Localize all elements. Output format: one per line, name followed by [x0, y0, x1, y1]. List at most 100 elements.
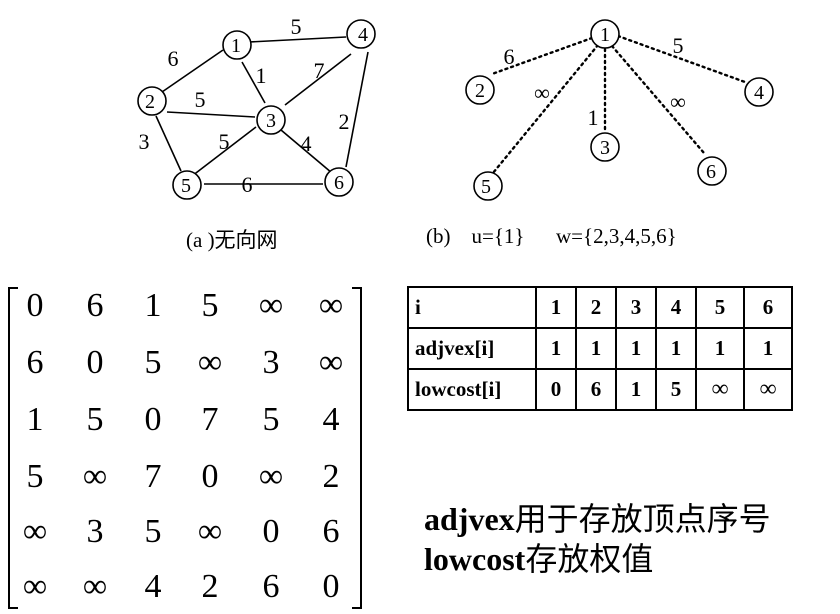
matrix-cell: 2: [322, 458, 340, 495]
matrix-cell: 0: [262, 513, 280, 550]
node-label: 3: [266, 110, 276, 132]
table-row: adjvex[i] 1 1 1 1 1 1: [407, 327, 793, 370]
table-row: lowcost[i] 0 6 1 5 ∞ ∞: [407, 368, 793, 411]
table-cell: 6: [743, 286, 793, 329]
graph-b: 1 2 3 4 5 6 6 ∞ 1 ∞ 5: [465, 19, 774, 201]
matrix-cell: 1: [26, 401, 44, 438]
matrix-cell: ∞: [318, 287, 344, 324]
edge-weight: 6: [168, 46, 179, 71]
matrix-cell: 5: [144, 344, 162, 381]
node-label: 6: [334, 172, 344, 194]
note-line-1: adjvex用于存放顶点序号: [424, 494, 771, 540]
table-cell: 1: [535, 327, 577, 370]
matrix-cell: 0: [201, 458, 219, 495]
matrix-cell: 0: [86, 344, 104, 381]
table-cell: 1: [655, 327, 697, 370]
table-cell: 1: [615, 327, 657, 370]
edge-weight: 2: [339, 109, 350, 134]
node-label: 1: [231, 35, 241, 57]
node-label: 1: [600, 24, 610, 46]
matrix-cell: 0: [26, 287, 44, 324]
matrix-cell: 6: [322, 513, 340, 550]
edge-weight: 5: [291, 14, 302, 39]
edge-weight: 7: [314, 58, 325, 83]
matrix-cell: ∞: [258, 287, 284, 324]
graph-a-caption: (a )无向网: [186, 228, 278, 252]
table-cell: 3: [615, 286, 657, 329]
edge-weight: 5: [219, 129, 230, 154]
row-header: adjvex[i]: [407, 327, 537, 370]
table-cell: ∞: [743, 368, 793, 411]
matrix-cell: ∞: [82, 458, 108, 495]
matrix-cell: 3: [262, 344, 280, 381]
arrays-table: i 1 2 3 4 5 6 adjvex[i] 1 1 1 1 1 1 lowc…: [407, 286, 793, 411]
row-header: i: [407, 286, 537, 329]
node-label: 4: [754, 82, 764, 104]
edge-weight: 5: [673, 33, 684, 58]
matrix-cell: 6: [26, 344, 44, 381]
matrix-cell: 2: [201, 568, 219, 605]
matrix-cell: ∞: [258, 458, 284, 495]
note-text-adjvex: 用于存放顶点序号: [514, 500, 771, 538]
matrix-cell: 5: [26, 458, 44, 495]
matrix-cell: ∞: [22, 568, 48, 605]
table-cell: 1: [695, 327, 745, 370]
edge-weight: 1: [256, 63, 267, 88]
note-code-adjvex: adjvex: [424, 501, 515, 537]
matrix-cell: 7: [201, 401, 219, 438]
edge-weight: 1: [588, 105, 599, 130]
matrix-cell: ∞: [82, 568, 108, 605]
edge-weight: 6: [504, 44, 515, 69]
matrix-cell: 1: [144, 287, 162, 324]
note-code-lowcost: lowcost: [424, 541, 526, 577]
matrix-cell: 0: [322, 568, 340, 605]
table-cell: 4: [655, 286, 697, 329]
matrix-cell: 0: [144, 401, 162, 438]
table-cell: 5: [695, 286, 745, 329]
matrix-left-bracket: [8, 287, 18, 609]
edge-weight: 6: [242, 172, 253, 197]
table-cell: ∞: [695, 368, 745, 411]
note-line-2: lowcost存放权值: [424, 534, 653, 580]
matrix-cell: 7: [144, 458, 162, 495]
edge-weight: 5: [195, 87, 206, 112]
edge-weight: ∞: [534, 80, 550, 105]
graph-a: 1 2 3 4 5 6 5 6 1 7 5 2 3 5 4 6: [137, 14, 376, 200]
node-label: 4: [358, 24, 368, 46]
table-cell: 2: [575, 286, 617, 329]
matrix-cell: 6: [262, 568, 280, 605]
adjacency-matrix: 0 6 1 5 ∞ ∞ 6 0 5 ∞ 3 ∞ 1 5 0 7 5 4 5 ∞ …: [6, 286, 364, 610]
edge-weight: 4: [301, 131, 312, 156]
table-cell: 5: [655, 368, 697, 411]
matrix-cell: ∞: [197, 344, 223, 381]
matrix-cell: 3: [86, 513, 104, 550]
matrix-cell: 5: [86, 401, 104, 438]
table-cell: 6: [575, 368, 617, 411]
table-row: i 1 2 3 4 5 6: [407, 286, 793, 329]
graph-b-caption: (b) u={1} w={2,3,4,5,6}: [426, 224, 677, 248]
matrix-cell: 5: [262, 401, 280, 438]
matrix-cell: 5: [201, 287, 219, 324]
note-text-lowcost: 存放权值: [525, 540, 654, 578]
edge-weight: 3: [139, 129, 150, 154]
node-label: 5: [481, 176, 491, 198]
table-cell: 1: [535, 286, 577, 329]
matrix-right-bracket: [352, 287, 362, 609]
table-cell: 1: [743, 327, 793, 370]
matrix-cell: 4: [144, 568, 162, 605]
table-cell: 1: [615, 368, 657, 411]
node-label: 2: [145, 91, 155, 113]
row-header: lowcost[i]: [407, 368, 537, 411]
matrix-cell: ∞: [197, 513, 223, 550]
matrix-cell: 4: [322, 401, 340, 438]
table-cell: 1: [575, 327, 617, 370]
node-label: 2: [475, 80, 485, 102]
matrix-cell: ∞: [318, 344, 344, 381]
matrix-cell: 5: [144, 513, 162, 550]
node-label: 5: [181, 175, 191, 197]
node-label: 6: [706, 161, 716, 183]
node-label: 3: [600, 137, 610, 159]
table-cell: 0: [535, 368, 577, 411]
matrix-cell: ∞: [22, 513, 48, 550]
matrix-cell: 6: [86, 287, 104, 324]
